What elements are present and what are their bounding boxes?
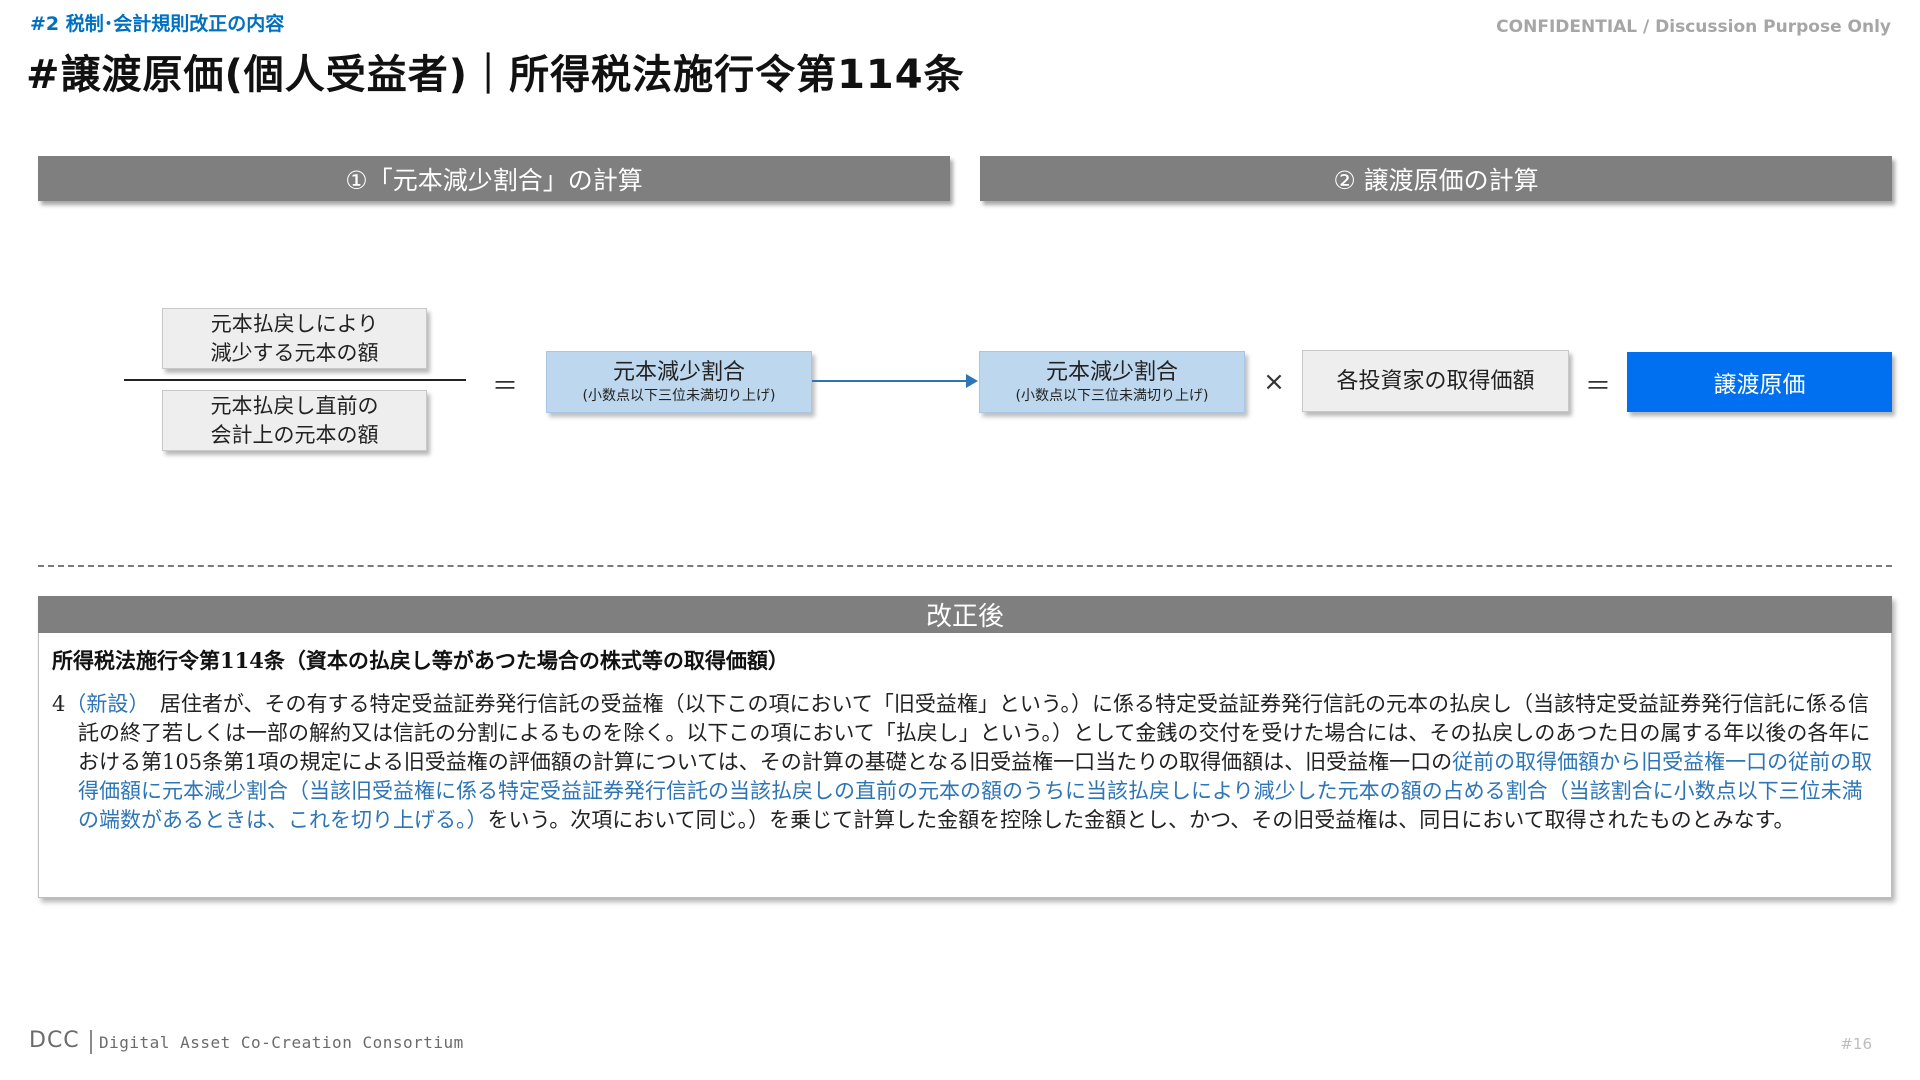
confidential-label: CONFIDENTIAL / Discussion Purpose Only [1496, 17, 1891, 37]
dashed-divider [38, 565, 1892, 567]
arrow-line [812, 380, 972, 382]
equals-operator: ＝ [491, 372, 518, 402]
dcc-logo: DCC [29, 1028, 80, 1053]
page-title: #譲渡原価(個人受益者)｜所得税法施行令第114条 [26, 52, 965, 98]
acquisition-price-box: 各投資家の取得価額 [1302, 350, 1569, 412]
ratio-note: (小数点以下三位未満切り上げ) [1015, 388, 1209, 404]
times-operator: × [1263, 367, 1285, 397]
new-provision-tag: （新設） [65, 692, 139, 716]
transfer-cost-result-box: 譲渡原価 [1627, 352, 1892, 412]
law-text-part2: をいう。次項において同じ。）を乗じて計算した金額を控除した金額とし、かつ、その旧… [487, 808, 1795, 832]
ratio-box-step2: 元本減少割合 (小数点以下三位未満切り上げ) [979, 351, 1245, 413]
footer-organization: Digital Asset Co-Creation Consortium [99, 1033, 464, 1052]
ratio-label: 元本減少割合 [1045, 360, 1178, 385]
paragraph-number: 4 [52, 692, 66, 716]
denominator-line1: 元本払戻し直前の [210, 393, 379, 418]
page-number: #16 [1840, 1035, 1872, 1053]
footer-separator [90, 1030, 92, 1054]
step1-header: ①「元本減少割合」の計算 [38, 156, 950, 201]
denominator-line2: 会計上の元本の額 [210, 422, 379, 447]
law-heading: 所得税法施行令第114条（資本の払戻し等があつた場合の株式等の取得価額） [52, 648, 789, 673]
numerator-line1: 元本払戻しにより [210, 311, 379, 336]
step2-header: ② 譲渡原価の計算 [980, 156, 1892, 201]
amendment-panel [38, 596, 1892, 898]
ratio-label: 元本減少割合 [612, 360, 745, 385]
law-body: 4（新設） 居住者が、その有する特定受益証券発行信託の受益権（以下この項において… [52, 690, 1882, 835]
amendment-header: 改正後 [38, 596, 1892, 633]
equals-operator: ＝ [1584, 372, 1611, 402]
denominator-box: 元本払戻し直前の 会計上の元本の額 [162, 390, 427, 451]
law-text-part1: 居住者が、その有する特定受益証券発行信託の受益権（以下この項において「旧受益権」… [78, 692, 1871, 774]
numerator-line2: 減少する元本の額 [210, 340, 379, 365]
numerator-box: 元本払戻しにより 減少する元本の額 [162, 308, 427, 369]
fraction-line [124, 379, 466, 381]
ratio-box-step1: 元本減少割合 (小数点以下三位未満切り上げ) [546, 351, 812, 413]
arrow-right-icon [966, 374, 978, 388]
law-text-highlight: 従前の取得価額から旧受益権一口の従前の取得価額に元本減少割合（当該旧受益権に係る… [78, 750, 1873, 832]
ratio-note: (小数点以下三位未満切り上げ) [582, 388, 776, 404]
section-tag: #2 税制･会計規則改正の内容 [30, 13, 285, 35]
